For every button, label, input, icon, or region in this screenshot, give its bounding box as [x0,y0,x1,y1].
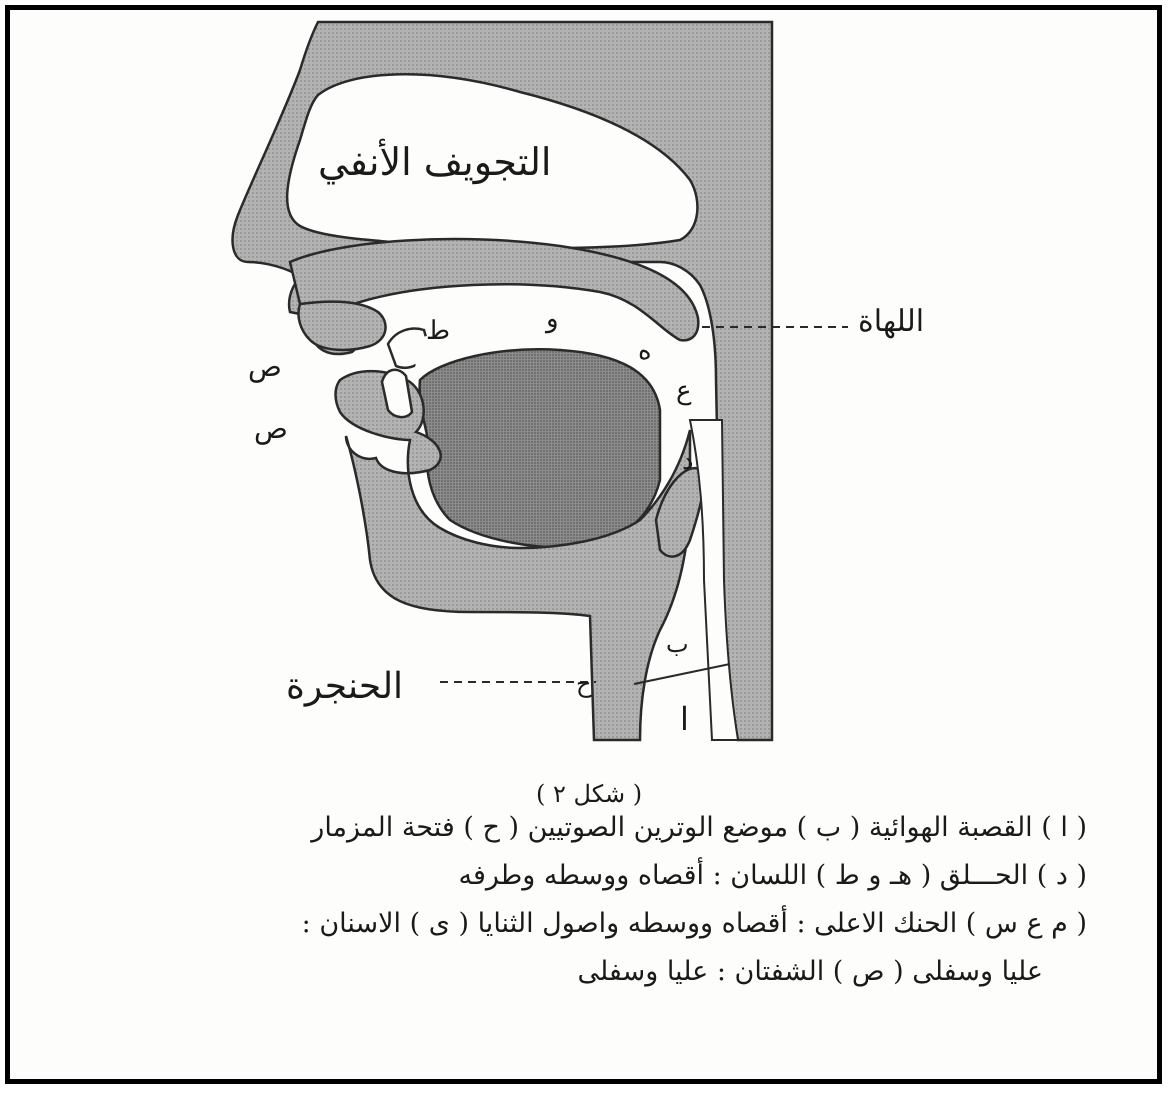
label-s-lower: ص [254,412,288,445]
label-he: ه [638,336,652,366]
label-a: ا [680,700,689,738]
legend-line-3: ( م ع س ) الحنك الاعلى : أقصاه ووسطه واص… [302,908,1087,939]
label-ta: ط [426,316,450,346]
label-ain: ع [676,376,692,406]
uvula-label: اللهاة [858,304,924,339]
legend-line-2: ( د ) الحـــلق ( هـ و ط ) اللسان : أقصاه… [459,860,1087,891]
upper-lip [298,302,385,350]
tongue [420,349,660,547]
nasal-cavity-label: التجويف الأنفي [318,140,551,184]
legend-line-4: عليا وسفلى ( ص ) الشفتان : عليا وسفلى [577,956,1043,987]
legend-line-1: ( ا ) القصبة الهوائية ( ب ) موضع الوترين… [311,812,1087,843]
label-s-upper: ص [248,350,282,383]
figure-caption: ( شكل ٢ ) [536,780,642,808]
label-waw: و [546,304,559,334]
label-h: ح [576,670,592,698]
label-d: د [682,446,694,476]
larynx-label: الحنجرة [286,666,403,707]
label-b: ب [666,630,689,658]
